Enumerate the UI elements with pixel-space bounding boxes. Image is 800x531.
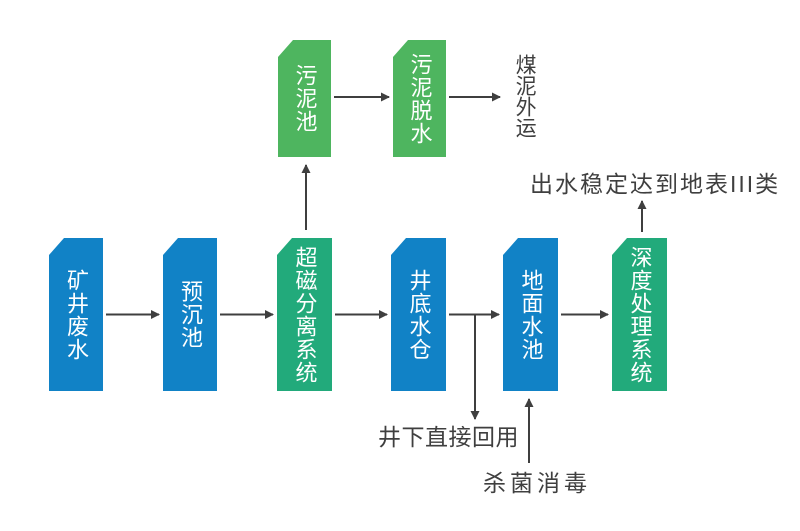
node-surface-pool: 地面水池 (503, 238, 558, 391)
node-pre-sedimentation: 预沉池 (163, 238, 217, 391)
node-sludge-dewatering: 污泥脱水 (393, 40, 446, 157)
node-mine-wastewater-label: 矿井废水 (64, 268, 89, 361)
node-mine-wastewater: 矿井废水 (49, 238, 103, 391)
node-magnetic-separation-label: 超磁分离系统 (292, 245, 318, 384)
node-magnetic-separation: 超磁分离系统 (277, 238, 332, 391)
node-pre-sedimentation-label: 预沉池 (178, 280, 203, 349)
node-sludge-pool: 污泥池 (278, 40, 331, 157)
node-advanced-treatment-label: 深度处理系统 (627, 245, 653, 384)
node-shaft-bottom-sump: 井底水仓 (391, 238, 446, 391)
label-coal-sludge-out: 煤泥外运 (513, 54, 537, 138)
node-sludge-dewatering-label: 污泥脱水 (407, 52, 433, 145)
node-shaft-bottom-sump-label: 井底水仓 (406, 268, 432, 361)
label-effluent-standard: 出水稳定达到地表III类 (530, 171, 781, 197)
label-disinfection: 杀菌消毒 (483, 470, 591, 496)
node-surface-pool-label: 地面水池 (518, 268, 544, 361)
node-sludge-pool-label: 污泥池 (292, 64, 318, 133)
node-advanced-treatment: 深度处理系统 (612, 238, 667, 391)
label-underground-reuse: 井下直接回用 (378, 424, 519, 450)
